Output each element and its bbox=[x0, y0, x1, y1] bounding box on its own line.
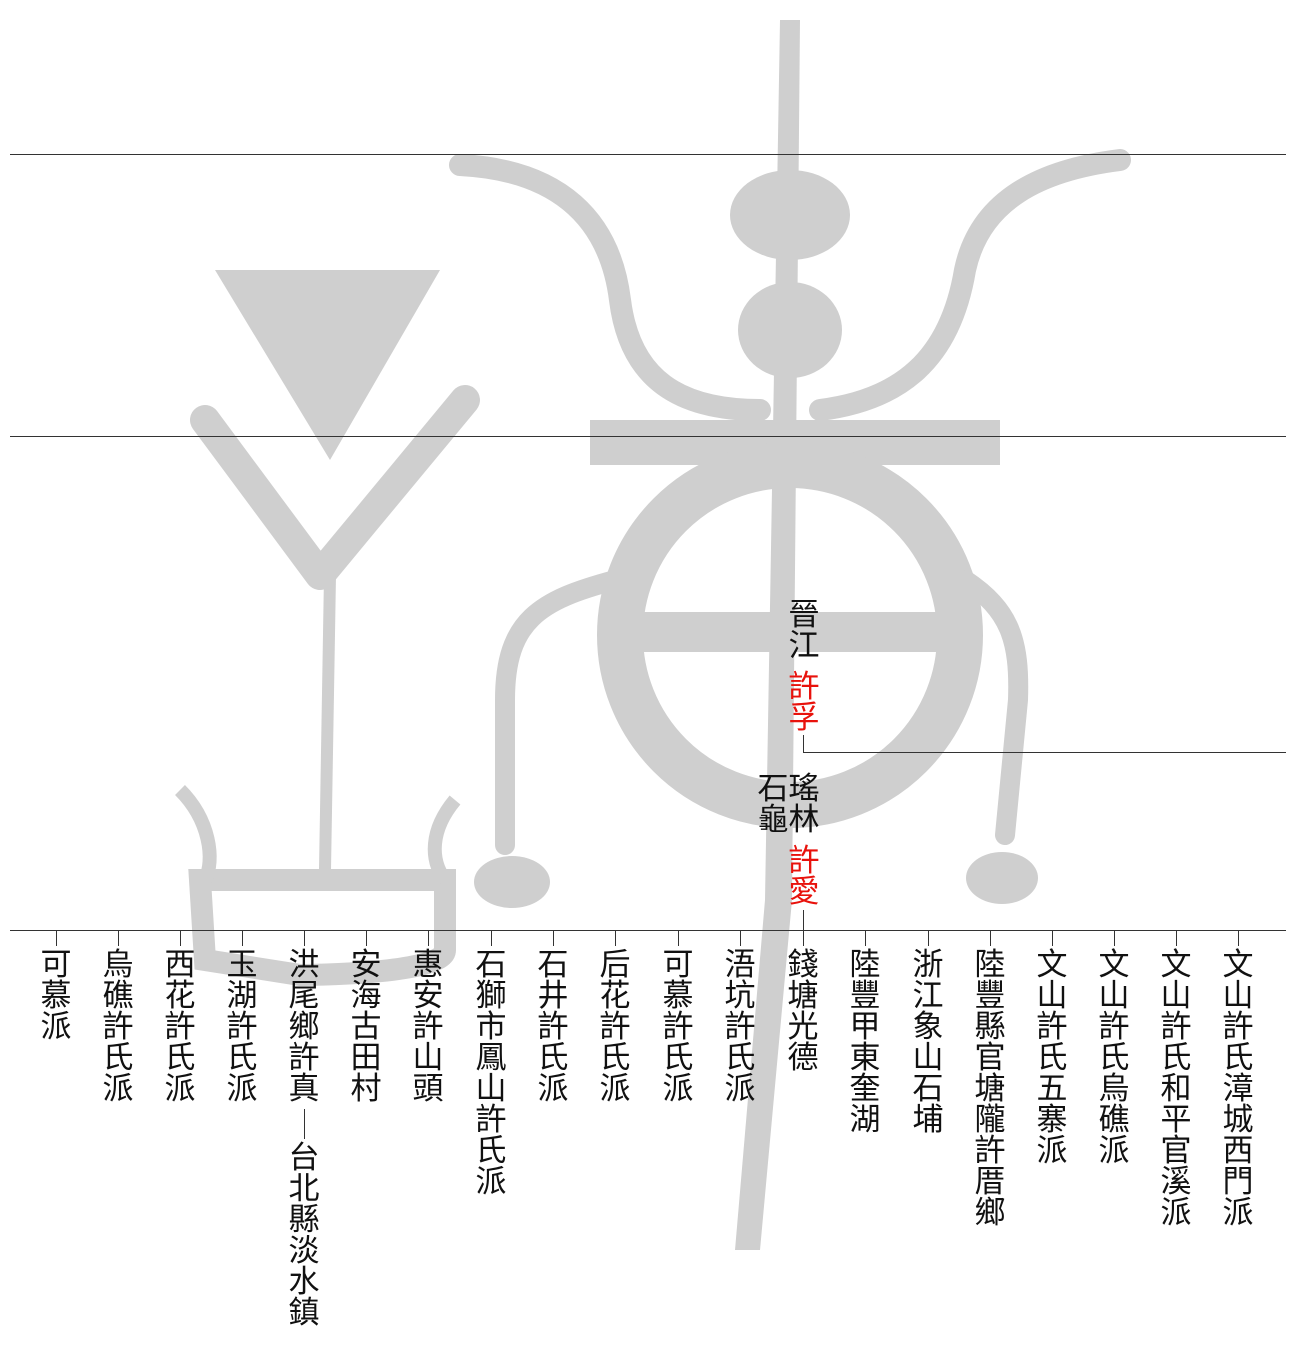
branch-label: 浯坑許氏派 bbox=[724, 947, 756, 1107]
branch-bar bbox=[10, 930, 1286, 931]
branch-label: 文山許氏烏礁派 bbox=[1098, 947, 1130, 1169]
branch-tick bbox=[304, 930, 305, 946]
branch-tick bbox=[678, 930, 679, 946]
header-rule-2 bbox=[10, 436, 1286, 437]
son-side-label: 石龜 bbox=[757, 771, 789, 838]
branch-label: 陸豐縣官塘隴許厝鄉 bbox=[974, 947, 1006, 1231]
branch-tick bbox=[1238, 930, 1239, 946]
connector-ancestor-to-son bbox=[803, 735, 804, 753]
branch-label: 文山許氏和平官溪派 bbox=[1160, 947, 1192, 1231]
branch-label: 后花許氏派 bbox=[599, 947, 631, 1107]
branch-tick bbox=[56, 930, 57, 946]
branch-tick bbox=[865, 930, 866, 946]
branch-tick bbox=[990, 930, 991, 946]
branch-tick bbox=[1114, 930, 1115, 946]
son-name: 許愛 bbox=[788, 843, 820, 910]
branch-tick bbox=[615, 930, 616, 946]
branch-label: 洪尾鄉許真 bbox=[288, 947, 320, 1107]
branch-tick bbox=[740, 930, 741, 946]
branch-label: 可慕派 bbox=[40, 947, 72, 1045]
branch-tick bbox=[242, 930, 243, 946]
branch-tick bbox=[366, 930, 367, 946]
branch-label: 浙江象山石埔 bbox=[912, 947, 944, 1138]
branch-label: 烏礁許氏派 bbox=[102, 947, 134, 1107]
connector-son-down bbox=[803, 910, 804, 930]
branch-tick bbox=[1052, 930, 1053, 946]
branch-label: 石井許氏派 bbox=[537, 947, 569, 1107]
branch-label: 惠安許山頭 bbox=[412, 947, 444, 1107]
branch-tick bbox=[118, 930, 119, 946]
branch-continuation-label: 台北縣淡水鎮 bbox=[288, 1140, 320, 1331]
branch-tick bbox=[1176, 930, 1177, 946]
branch-label: 文山許氏漳城西門派 bbox=[1222, 947, 1254, 1231]
branch-label: 錢塘光德 bbox=[787, 947, 819, 1076]
son-place: 瑤林 bbox=[788, 771, 820, 838]
branch-label: 文山許氏五寨派 bbox=[1036, 947, 1068, 1169]
branch-label: 西花許氏派 bbox=[164, 947, 196, 1107]
branch-tick bbox=[553, 930, 554, 946]
branch-continuation-line bbox=[304, 1109, 305, 1139]
connector-son-bar bbox=[803, 752, 1286, 753]
ancestor-name: 許孚 bbox=[788, 669, 820, 736]
branch-label: 安海古田村 bbox=[350, 947, 382, 1107]
branch-tick bbox=[180, 930, 181, 946]
ancestor-place: 晉江 bbox=[788, 597, 820, 664]
header-rule-1 bbox=[10, 154, 1286, 155]
branch-label: 可慕許氏派 bbox=[662, 947, 694, 1107]
branch-tick bbox=[428, 930, 429, 946]
branch-label: 玉湖許氏派 bbox=[226, 947, 258, 1107]
branch-tick bbox=[803, 930, 804, 946]
branch-label: 石獅市鳳山許氏派 bbox=[475, 947, 507, 1200]
branch-label: 陸豐甲東奎湖 bbox=[849, 947, 881, 1138]
branch-tick bbox=[491, 930, 492, 946]
branch-tick bbox=[928, 930, 929, 946]
